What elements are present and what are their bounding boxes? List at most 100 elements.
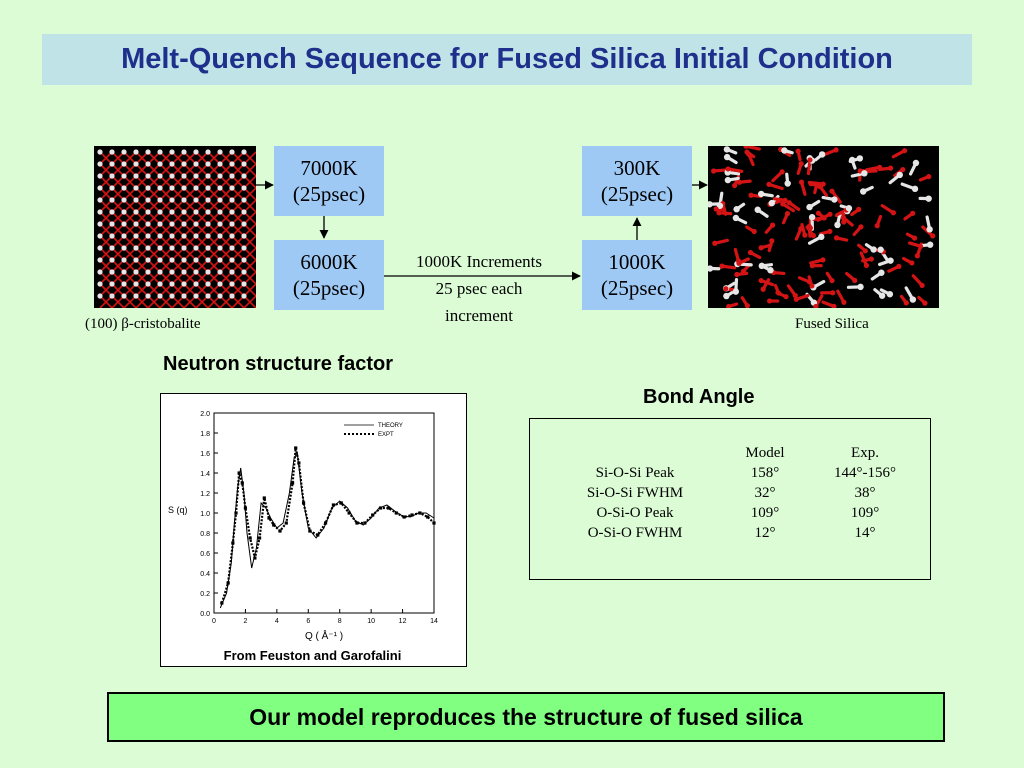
fused-silica-label: Fused Silica [795,316,869,332]
silicon-atom [169,209,175,215]
silicon-atom [229,257,235,263]
temp-box-6000k: 6000K (25psec) [274,240,384,310]
silicon-atom [109,245,115,251]
silicon-atom [109,233,115,239]
silicon-atom [133,197,139,203]
silicon-atom [145,269,151,275]
silicon-atom [193,173,199,179]
silicon-atom [169,173,175,179]
silicon-atom [133,161,139,167]
silicon-atom [241,293,247,299]
silicon-atom [133,257,139,263]
silicon-atom [145,233,151,239]
expt-point [290,481,295,485]
row-model-value: 32° [754,485,776,501]
silicon-atom [241,281,247,287]
y-tick-label: 1.2 [200,491,210,498]
expt-point [272,523,276,527]
silicon-atom [229,185,235,191]
silicon-atom [229,209,235,215]
silicon-atom [157,221,163,227]
silicon-atom [193,233,199,239]
crystal-label-prefix: (100) [85,316,122,332]
silicon-atom [229,149,235,155]
increments-line-3: increment [445,306,513,325]
silicon-atom [193,293,199,299]
silicon-atom [205,173,211,179]
silicon-atom [229,245,235,251]
y-tick-label: 1.0 [200,511,210,518]
silicon-atom [121,281,127,287]
row-model-value: 158° [750,465,780,481]
silicon-atom [217,197,223,203]
silicon-atom [133,221,139,227]
row-label: O-Si-O Peak [596,505,674,521]
expt-point [237,471,241,475]
table-row: O-Si-O Peak 109° 109° [560,503,910,523]
silicon-atom [241,257,247,263]
silicon-atom [145,257,151,263]
silicon-atom [229,197,235,203]
temp-7000k-label: 7000K [300,155,358,180]
cristobalite-label: (100) β-cristobalite [85,316,201,333]
silicon-atom [97,149,103,155]
silicon-atom [97,233,103,239]
silicon-atom [169,293,175,299]
expt-point [386,506,391,510]
silicon-atom [121,185,127,191]
expt-point [243,506,248,510]
silicon-atom [121,221,127,227]
silicon-atom [145,161,151,167]
col-model-header: Model [745,445,785,461]
silicon-atom [229,293,235,299]
slide-title: Melt-Quench Sequence for Fused Silica In… [121,43,893,75]
silicon-atom [205,233,211,239]
silicon-atom [97,161,103,167]
silicon-atom [217,257,223,263]
silicon-atom [121,293,127,299]
y-tick-label: 2.0 [200,411,210,418]
silicon-atom [133,233,139,239]
silicon-atom [241,269,247,275]
silicon-atom [157,269,163,275]
temp-box-1000k: 1000K (25psec) [582,240,692,310]
expt-point [226,581,230,585]
series-expt-line [220,447,435,604]
increments-line-1: 1000K Increments [415,252,543,271]
silicon-atom [217,209,223,215]
silicon-atom [97,257,103,263]
silicon-atom [205,161,211,167]
silicon-atom [217,173,223,179]
silicon-atom [205,257,211,263]
silicon-atom [169,269,175,275]
silicon-atom [145,221,151,227]
silicon-atom [145,281,151,287]
row-exp-value: 14° [854,525,876,541]
silicon-atom [157,245,163,251]
silicon-atom [193,161,199,167]
silicon-atom [241,173,247,179]
silicon-atom [181,281,187,287]
silicon-atom [109,173,115,179]
silicon-atom [157,293,163,299]
silicon-atom [121,149,127,155]
expt-point [220,601,224,605]
silicon-atom [109,185,115,191]
silicon-atom [193,257,199,263]
expt-point [339,501,343,505]
y-tick-label: 0.6 [200,551,210,558]
silicon-atom [217,221,223,227]
conclusion-box: Our model reproduces the structure of fu… [107,692,945,742]
silicon-atom [169,281,175,287]
silicon-atom [157,197,163,203]
silicon-atom [181,185,187,191]
temp-300k-label: 300K [613,155,661,180]
silicon-atom [133,245,139,251]
silicon-atom [193,197,199,203]
silicon-atom [121,173,127,179]
silicon-atom [97,173,103,179]
y-tick-label: 1.4 [200,471,210,478]
y-tick-label: 1.6 [200,451,210,458]
silicon-atom [193,221,199,227]
